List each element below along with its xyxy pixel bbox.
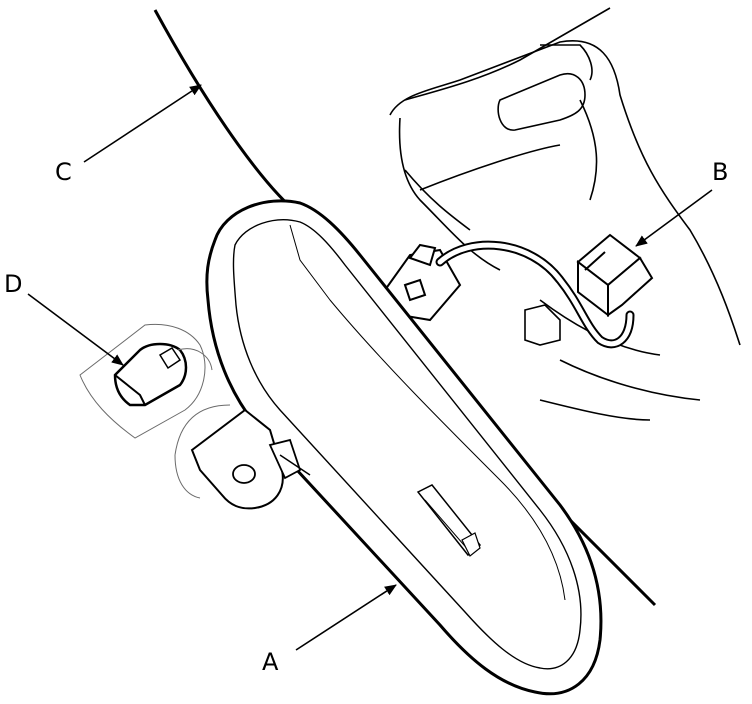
leader-line-d bbox=[27, 293, 124, 366]
callout-label-b: B bbox=[712, 158, 729, 186]
mirror-body bbox=[205, 199, 603, 696]
connector bbox=[576, 233, 654, 318]
leader-line-c bbox=[83, 84, 202, 163]
callout-label-a: A bbox=[262, 648, 279, 676]
windshield-mount-button bbox=[79, 323, 213, 439]
leader-line-b bbox=[635, 189, 713, 247]
mount-outline bbox=[174, 404, 231, 499]
leader-line-a bbox=[295, 584, 397, 651]
callout-label-d: D bbox=[4, 270, 23, 298]
roof-trim-panel bbox=[389, 7, 741, 421]
callout-label-c: C bbox=[55, 158, 72, 186]
mounting-bracket bbox=[190, 408, 311, 510]
